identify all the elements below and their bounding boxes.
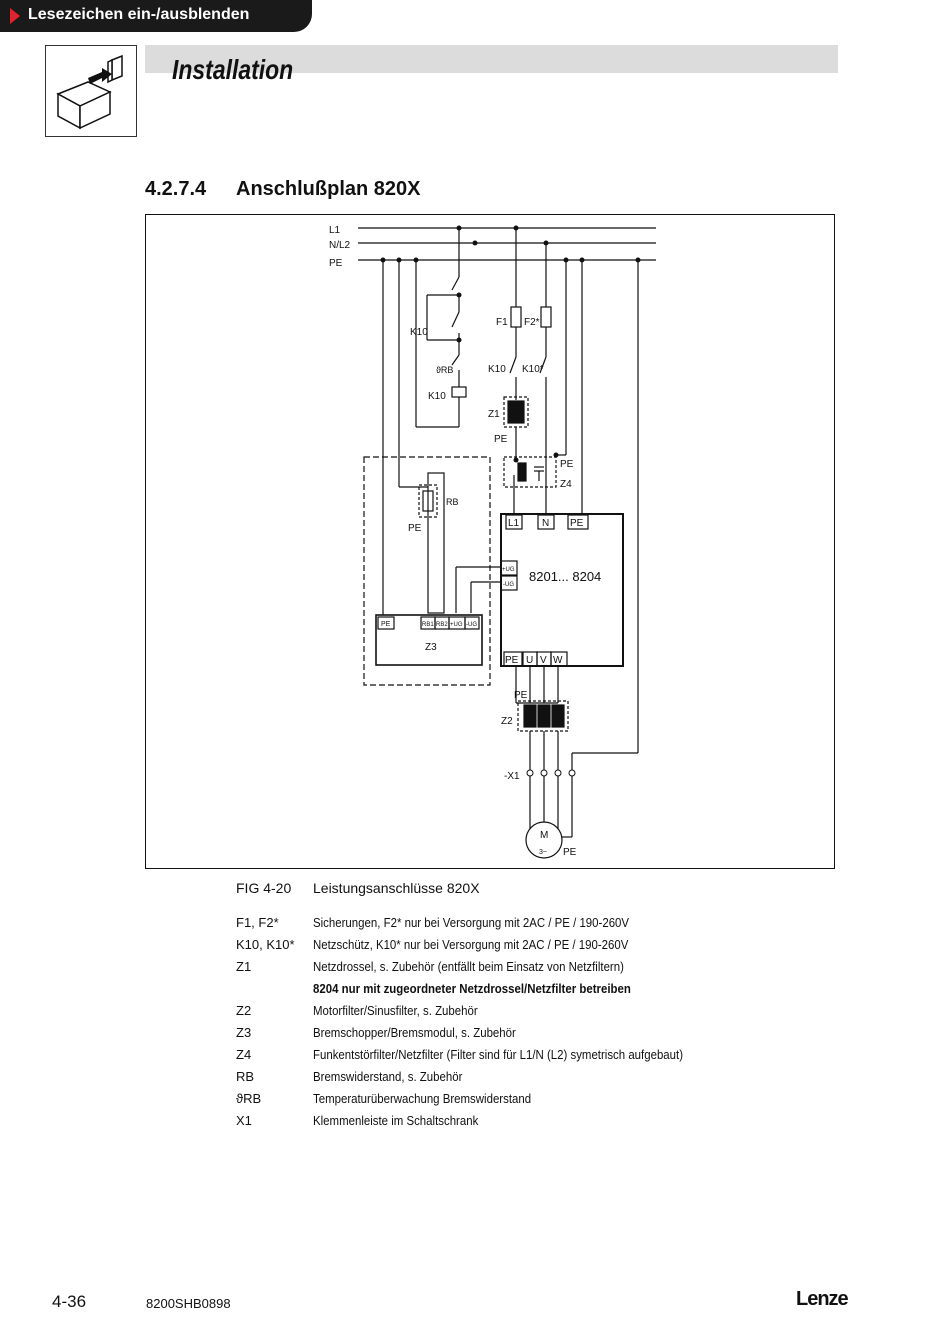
install-box-icon [45,45,137,137]
section-number: 4.2.7.4 [145,178,207,200]
page-number: 4-36 [52,1292,87,1311]
terminal-l1: L1 [508,518,520,529]
legend-key: Z1 [236,959,252,974]
legend-text: Motorfilter/Sinusfilter, s. Zubehör [313,1003,478,1018]
z3-terminal-plus-ug: +UG [450,622,463,628]
legend-text: Netzdrossel, s. Zubehör (entfällt beim E… [313,959,624,974]
z3-terminal-rb1: RB1 [422,622,434,628]
legend-key: X1 [236,1113,252,1128]
label-k10-coil: K10 [428,391,446,402]
document-id: 8200SHB0898 [146,1296,231,1311]
legend-key: F1, F2* [236,915,279,930]
legend-key: K10, K10* [236,937,295,952]
legend-text: Netzschütz, K10* nur bei Versorgung mit … [313,937,629,952]
wiring-diagram: L1 N/L2 PE K10 ϑRB K10 F1 F2* K10 K10* Z… [145,214,835,869]
terminal-u: U [526,655,533,666]
label-k10-contact: K10 [410,327,428,338]
terminal-w: W [553,655,563,666]
legend-key: RB [236,1069,255,1084]
label-pe-z1: PE [494,434,508,445]
motor-m: M [540,830,548,841]
z3-terminal-rb2: RB2 [436,622,448,628]
motor-phase: 3~ [539,849,547,856]
legend-text: Temperaturüberwachung Bremswiderstand [313,1091,532,1106]
terminal-plus-ug: +UG [502,567,515,573]
label-x1: -X1 [504,771,520,782]
bookmark-arrow-icon [10,8,20,24]
label-k10: K10 [488,364,506,375]
legend-text: Klemmenleiste im Schaltschrank [313,1113,479,1128]
legend-key: ϑRB [236,1091,262,1106]
label-pe-z4: PE [560,459,574,470]
label-l1: L1 [329,225,341,236]
legend-text: Bremswiderstand, s. Zubehör [313,1069,463,1084]
label-pe-motor: PE [563,847,577,858]
label-z4: Z4 [560,479,572,490]
label-pe-rb: PE [408,523,422,534]
device-label: 8201... 8204 [529,569,601,584]
terminal-n: N [542,518,549,529]
terminal-minus-ug: -UG [503,582,514,588]
figure-number: FIG 4-20 [236,880,292,896]
label-z1: Z1 [488,409,500,420]
label-pe-bus: PE [329,258,343,269]
page-title: Installation [172,54,294,85]
figure-title: Leistungsanschlüsse 820X [313,880,480,896]
brand-logo: Lenze [796,1288,849,1310]
label-z2: Z2 [501,716,513,727]
legend-text: 8204 nur mit zugeordneter Netzdrossel/Ne… [313,981,631,996]
legend-text: Bremschopper/Bremsmodul, s. Zubehör [313,1025,516,1040]
terminal-pe-out: PE [505,655,519,666]
label-z3: Z3 [425,642,437,653]
header-band [145,45,838,73]
bookmark-toggle-button[interactable]: Lesezeichen ein-/ausblenden [0,0,312,32]
z3-terminal-pe: PE [381,621,391,628]
legend-key: Z4 [236,1047,252,1062]
z3-terminal-minus-ug: -UG [466,622,477,628]
terminal-v: V [540,655,547,666]
bookmark-label: Lesezeichen ein-/ausblenden [28,6,250,23]
label-pe-z2: PE [514,690,528,701]
terminal-pe: PE [570,518,584,529]
label-f1: F1 [496,317,508,328]
section-title: Anschlußplan 820X [236,178,421,200]
label-n-l2: N/L2 [329,240,351,251]
label-k10-star: K10* [522,364,544,375]
label-theta-rb: ϑRB [436,365,453,375]
legend-text: Sicherungen, F2* nur bei Versorgung mit … [313,915,630,930]
label-f2: F2* [524,317,540,328]
legend-key: Z3 [236,1025,252,1040]
label-rb: RB [446,497,459,507]
legend-text: Funkentstörfilter/Netzfilter (Filter sin… [313,1047,684,1062]
legend-key: Z2 [236,1003,252,1018]
